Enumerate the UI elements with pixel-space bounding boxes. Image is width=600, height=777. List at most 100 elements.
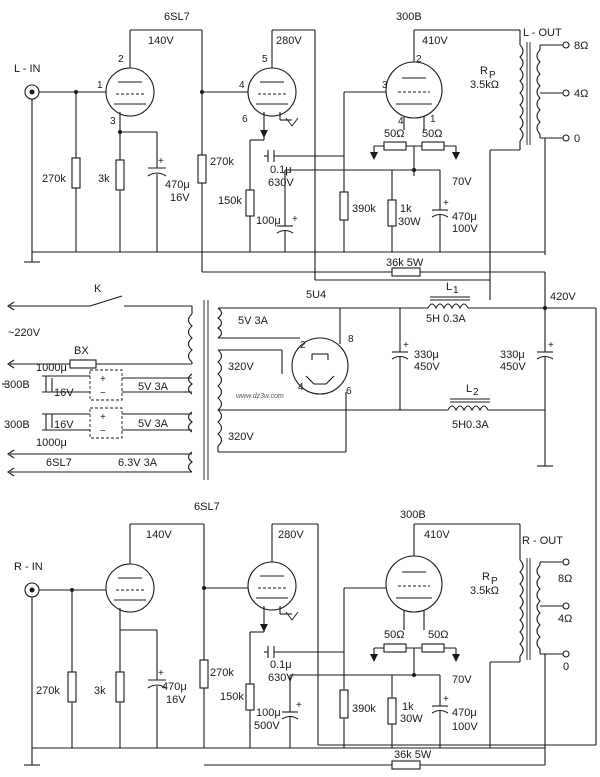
svg-text:3.5kΩ: 3.5kΩ (470, 79, 499, 91)
svg-text:30W: 30W (398, 216, 421, 228)
svg-text:0.1μ: 0.1μ (270, 659, 292, 671)
svg-text:1000μ: 1000μ (36, 437, 67, 449)
svg-text:410V: 410V (422, 35, 448, 47)
r-3k (115, 159, 125, 191)
svg-text:0.1μ: 0.1μ (270, 164, 292, 176)
r-3k-r (115, 671, 125, 703)
svg-text:2: 2 (416, 54, 422, 65)
svg-text:K: K (94, 283, 102, 295)
r-50-b (421, 141, 445, 151)
svg-text:450V: 450V (414, 361, 440, 373)
svg-text:330μ: 330μ (500, 349, 525, 361)
svg-text:5H0.3A: 5H0.3A (452, 419, 489, 431)
svg-text:+: + (100, 374, 106, 385)
svg-text:300B: 300B (400, 509, 426, 521)
svg-text:4: 4 (298, 382, 304, 393)
r-150k (245, 189, 255, 217)
tube-6sl7-a (105, 67, 155, 117)
svg-text:+: + (158, 156, 164, 167)
svg-text:5H 0.3A: 5H 0.3A (426, 313, 466, 325)
svg-text:16V: 16V (170, 192, 190, 204)
r-150k-r (245, 683, 255, 711)
r-tap-8[interactable] (562, 558, 570, 566)
svg-text:6: 6 (346, 386, 352, 397)
svg-text:280V: 280V (276, 35, 302, 47)
watermark: www.dz3w.com (236, 393, 284, 400)
l-tap-0[interactable] (562, 134, 570, 142)
r-270k-plate (197, 154, 207, 184)
svg-text:4: 4 (239, 80, 245, 91)
power-switch[interactable] (89, 295, 123, 307)
svg-text:8: 8 (348, 334, 354, 345)
r-1k-30w-r (387, 697, 397, 725)
power-supply: K ~220V BX 1000μ 300B 16V + ~ 5V 3A 1000… (2, 272, 597, 745)
svg-text:+: + (548, 340, 554, 351)
svg-text:6.3V 3A: 6.3V 3A (118, 457, 158, 469)
svg-text:470μ: 470μ (452, 211, 477, 223)
ot-primary-l (519, 44, 524, 142)
svg-text:16V: 16V (54, 387, 74, 399)
r-390k (339, 191, 349, 221)
tube-6sl7-d (247, 561, 297, 611)
rectifier-bridge-a (89, 369, 123, 401)
svg-text:150k: 150k (218, 195, 242, 207)
svg-text:6SL7: 6SL7 (46, 457, 72, 469)
ot-primary-r (519, 559, 524, 657)
svg-text:~: ~ (100, 388, 106, 399)
svg-text:1k: 1k (400, 203, 412, 215)
l-in-label: L - IN (14, 63, 41, 75)
svg-text:3k: 3k (98, 173, 110, 185)
r-tap-0[interactable] (562, 650, 570, 658)
svg-text:1: 1 (97, 80, 103, 91)
svg-text:320V: 320V (228, 431, 254, 443)
svg-text:4: 4 (398, 116, 404, 127)
svg-text:1k: 1k (402, 701, 414, 713)
svg-text:100μ: 100μ (256, 707, 281, 719)
r-tap-4[interactable] (562, 602, 570, 610)
svg-text:R: R (480, 65, 488, 77)
l-tap-8[interactable] (562, 41, 570, 49)
tube-300b-l (385, 61, 443, 119)
svg-text:420V: 420V (550, 291, 576, 303)
svg-text:+: + (443, 198, 449, 209)
svg-text:5: 5 (262, 54, 268, 65)
svg-text:R: R (482, 571, 490, 583)
svg-text:630V: 630V (268, 672, 294, 684)
svg-text:100V: 100V (452, 721, 478, 733)
svg-text:70V: 70V (452, 674, 472, 686)
svg-text:100μ: 100μ (256, 215, 281, 227)
svg-text:100V: 100V (452, 223, 478, 235)
svg-text:500V: 500V (254, 720, 280, 732)
svg-text:36k 5W: 36k 5W (394, 749, 432, 761)
svg-text:1: 1 (453, 285, 459, 296)
left-channel: L - IN 270k 6SL7 2 1 3 140V 3k + 470μ (14, 11, 588, 300)
transformer-primary (187, 313, 193, 363)
svg-text:270k: 270k (210, 667, 234, 679)
svg-text:50Ω: 50Ω (428, 629, 448, 641)
svg-text:300B: 300B (4, 419, 30, 431)
r-36k-r (391, 760, 421, 770)
svg-text:140V: 140V (148, 35, 174, 47)
svg-text:6: 6 (242, 114, 248, 125)
l-tap-4[interactable] (562, 89, 570, 97)
svg-text:8Ω: 8Ω (558, 573, 572, 585)
svg-text:630V: 630V (268, 177, 294, 189)
svg-text:50Ω: 50Ω (384, 629, 404, 641)
svg-text:2: 2 (300, 340, 306, 351)
svg-text:1: 1 (430, 114, 436, 125)
svg-text:30W: 30W (400, 713, 423, 725)
right-channel: R - IN 270k 6SL7 140V 3k + 470μ 16V (14, 501, 596, 770)
svg-text:0: 0 (574, 133, 580, 145)
svg-text:+: + (296, 700, 302, 711)
rectifier-bridge-b (89, 407, 123, 439)
svg-text:5U4: 5U4 (306, 289, 326, 301)
svg-text:BX: BX (74, 345, 89, 357)
r-270k-grid-r (67, 671, 77, 703)
svg-text:5V 3A: 5V 3A (138, 381, 169, 393)
svg-text:5V 3A: 5V 3A (238, 315, 269, 327)
tube-300b-r (385, 555, 443, 613)
svg-text:280V: 280V (278, 529, 304, 541)
svg-text:470μ: 470μ (162, 681, 187, 693)
svg-text:L: L (446, 281, 452, 293)
